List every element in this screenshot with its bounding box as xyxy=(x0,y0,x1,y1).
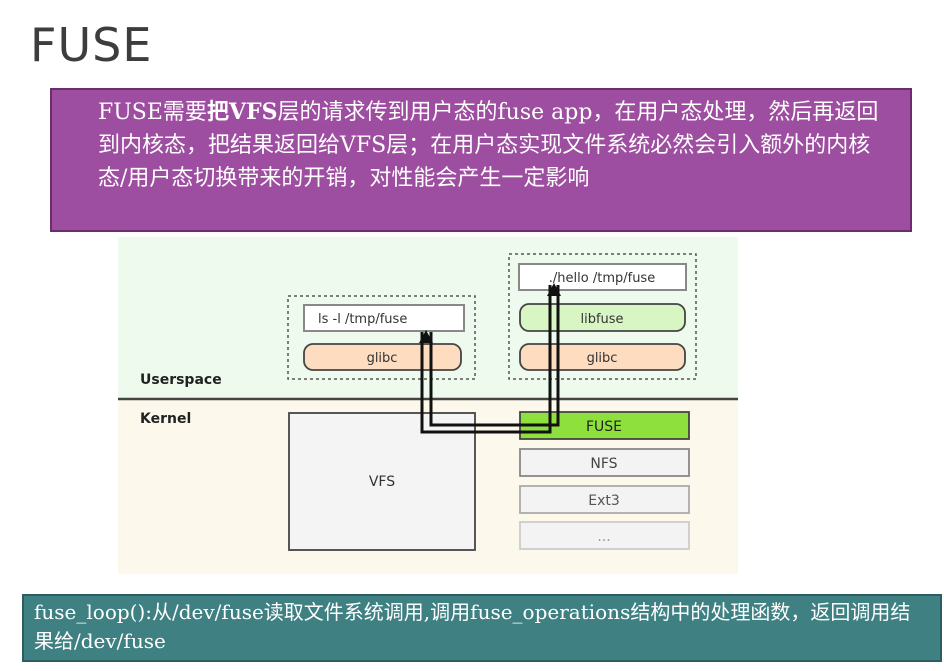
libfuse-text: libfuse xyxy=(580,312,623,327)
description-callout: FUSE需要把VFS层的请求传到用户态的fuse app，在用户态处理，然后再返… xyxy=(50,88,912,232)
vfs-box xyxy=(288,412,476,551)
ls-command-box xyxy=(303,304,465,332)
request-path-outer xyxy=(420,285,552,434)
nfs-box xyxy=(519,448,690,477)
arrowhead-ls xyxy=(419,330,433,343)
more-filesystems-box xyxy=(519,521,690,550)
description-prefix: FUSE需要 xyxy=(98,100,207,125)
glibc-right-box xyxy=(519,343,686,371)
kernel-label: Kernel xyxy=(140,411,191,427)
description-rest: 层的请求传到用户态的fuse app，在用户态处理，然后再返回到内核态，把结果返… xyxy=(98,100,879,191)
ls-process-group xyxy=(287,295,476,380)
fuse-loop-callout: fuse_loop():从/dev/fuse读取文件系统调用,调用fuse_op… xyxy=(22,594,942,662)
ext3-box xyxy=(519,485,690,514)
nfs-text: NFS xyxy=(590,456,617,472)
page-title: FUSE xyxy=(30,18,153,72)
userspace-label: Userspace xyxy=(140,372,222,388)
arrowhead-hello xyxy=(547,283,561,296)
vfs-text: VFS xyxy=(369,474,395,490)
hello-command-text: ./hello /tmp/fuse xyxy=(549,271,655,286)
description-bold: 把VFS xyxy=(206,99,278,125)
request-path-inner xyxy=(429,285,560,427)
libfuse-box xyxy=(519,303,686,332)
ls-command-text: ls -l /tmp/fuse xyxy=(318,312,407,327)
glibc-right-text: glibc xyxy=(587,351,618,366)
ext3-text: Ext3 xyxy=(588,493,620,509)
hello-command-box xyxy=(518,263,687,291)
more-filesystems-text: ... xyxy=(597,529,610,545)
fuse-module-text: FUSE xyxy=(586,419,622,435)
fuse-architecture-diagram: Userspace Kernel ls -l /tmp/fuse glibc .… xyxy=(118,237,738,574)
glibc-left-text: glibc xyxy=(367,351,398,366)
